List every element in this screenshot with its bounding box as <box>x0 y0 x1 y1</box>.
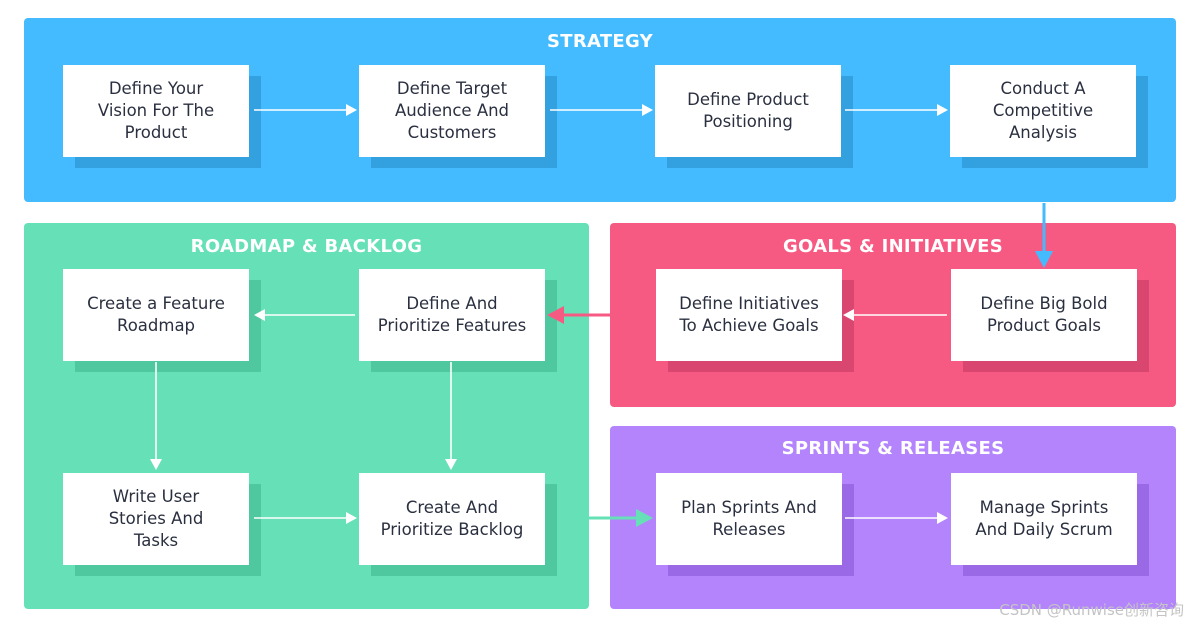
card-label: Define Target Audience And Customers <box>394 79 510 142</box>
arrowhead <box>636 509 653 527</box>
card-plan-sprints: Plan Sprints And Releases <box>656 473 842 565</box>
card-label: Define And Prioritize Features <box>377 294 527 335</box>
card-define-vision: Define Your Vision For The Product <box>63 65 249 157</box>
card-manage-sprints: Manage Sprints And Daily Scrum <box>951 473 1137 565</box>
arrowhead <box>937 512 948 524</box>
card-prioritize-backlog: Create And Prioritize Backlog <box>359 473 545 565</box>
roadmap-title: ROADMAP & BACKLOG <box>190 236 423 257</box>
arrowhead <box>254 309 265 321</box>
card-label: Create And Prioritize Backlog <box>380 498 524 539</box>
card-label: Conduct A Competitive Analysis <box>992 79 1094 142</box>
watermark: CSDN @Runwise创新咨询 <box>999 601 1184 619</box>
arrowhead <box>1035 251 1053 268</box>
arrowhead <box>445 459 457 470</box>
card-define-positioning: Define Product Positioning <box>655 65 841 157</box>
arrowhead <box>843 309 854 321</box>
card-define-initiatives: Define Initiatives To Achieve Goals <box>656 269 842 361</box>
goals-title: GOALS & INITIATIVES <box>782 236 1004 257</box>
card-competitive-analysis: Conduct A Competitive Analysis <box>950 65 1136 157</box>
card-label: Plan Sprints And Releases <box>681 498 817 539</box>
card-prioritize-features: Define And Prioritize Features <box>359 269 545 361</box>
card-label: Define Initiatives To Achieve Goals <box>679 294 819 335</box>
sprints-title: SPRINTS & RELEASES <box>781 438 1005 459</box>
card-label: Define Your Vision For The Product <box>97 79 215 142</box>
card-user-stories: Write User Stories And Tasks <box>63 473 249 565</box>
card-feature-roadmap: Create a Feature Roadmap <box>63 269 249 361</box>
arrowhead <box>642 104 653 116</box>
card-define-target-audience: Define Target Audience And Customers <box>359 65 545 157</box>
arrowhead <box>150 459 162 470</box>
arrowhead <box>346 512 357 524</box>
card-label: Define Product Positioning <box>687 90 809 131</box>
card-label: Write User Stories And Tasks <box>108 487 204 550</box>
card-product-goals: Define Big Bold Product Goals <box>951 269 1137 361</box>
arrowhead <box>937 104 948 116</box>
card-label: Create a Feature Roadmap <box>87 294 225 335</box>
card-label: Manage Sprints And Daily Scrum <box>975 498 1113 539</box>
card-label: Define Big Bold Product Goals <box>980 294 1108 335</box>
arrowhead <box>547 306 564 324</box>
strategy-title: STRATEGY <box>546 31 654 52</box>
arrowhead <box>346 104 357 116</box>
